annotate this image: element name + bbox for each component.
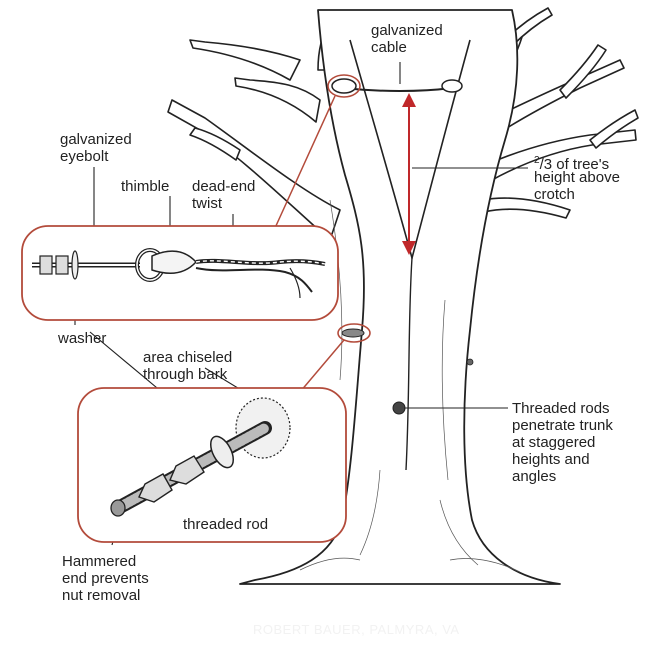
tree-trunk xyxy=(239,9,561,585)
label-threaded-rod: threaded rod xyxy=(183,516,269,533)
rod-bolt-head xyxy=(392,401,406,415)
rod-callout xyxy=(77,387,347,543)
label-height-fraction-sup: 2 xyxy=(534,155,540,166)
illustration-credit: ROBERT BAUER, PALMYRA, VA xyxy=(253,622,460,637)
label-hammered-end: Hammered end prevents nut removal xyxy=(62,553,149,604)
label-height-fraction: 2/3 of tree's xyxy=(534,152,609,173)
label-height-above-crotch: height above crotch xyxy=(534,169,620,203)
label-area-chiseled: area chiseled through bark xyxy=(143,349,233,383)
rod-bolt-head xyxy=(341,328,365,338)
label-height-fraction-rest: /3 of tree's xyxy=(539,156,610,173)
eyebolt-callout xyxy=(21,225,339,321)
callout-connectors xyxy=(274,95,345,393)
rod-callout-marker xyxy=(337,323,371,343)
label-washer: washer xyxy=(58,330,107,347)
label-galvanized-eyebolt: galvanized eyebolt xyxy=(60,131,132,165)
galvanized-cable xyxy=(327,74,463,343)
label-dead-end-twist: dead-end twist xyxy=(192,178,256,212)
label-thimble: thimble xyxy=(121,178,170,195)
label-threaded-rods-penetrate: Threaded rods penetrate trunk at stagger… xyxy=(512,400,613,485)
label-galvanized-cable: galvanized cable xyxy=(371,22,443,56)
eyebolt-callout-marker xyxy=(327,74,361,98)
